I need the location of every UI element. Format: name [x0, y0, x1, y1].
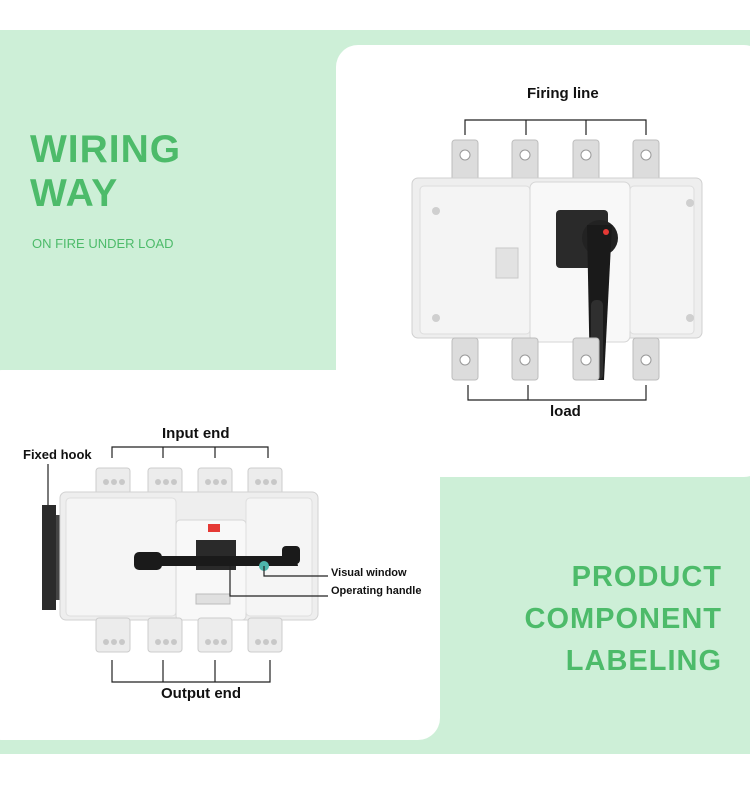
label-title-line-2: COMPONENT [524, 603, 722, 635]
firing-line-label: Firing line [527, 85, 599, 102]
operating-handle-label: Operating handle [331, 585, 422, 597]
output-end-label: Output end [161, 685, 241, 702]
title-line-1: WIRING [30, 128, 182, 171]
wiring-subtitle: ON FIRE UNDER LOAD [32, 236, 174, 251]
visual-window-label: Visual window [331, 567, 407, 579]
load-label: load [550, 403, 581, 420]
label-title-line-3: LABELING [565, 645, 722, 677]
label-title-line-1: PRODUCT [571, 561, 722, 593]
fixed-hook-label: Fixed hook [23, 447, 92, 462]
product-labeling-title: PRODUCT COMPONENT LABELING [525, 556, 723, 682]
title-line-2: WAY [30, 172, 119, 215]
wiring-way-title: WIRING WAY [30, 128, 181, 216]
input-end-label: Input end [162, 425, 230, 442]
